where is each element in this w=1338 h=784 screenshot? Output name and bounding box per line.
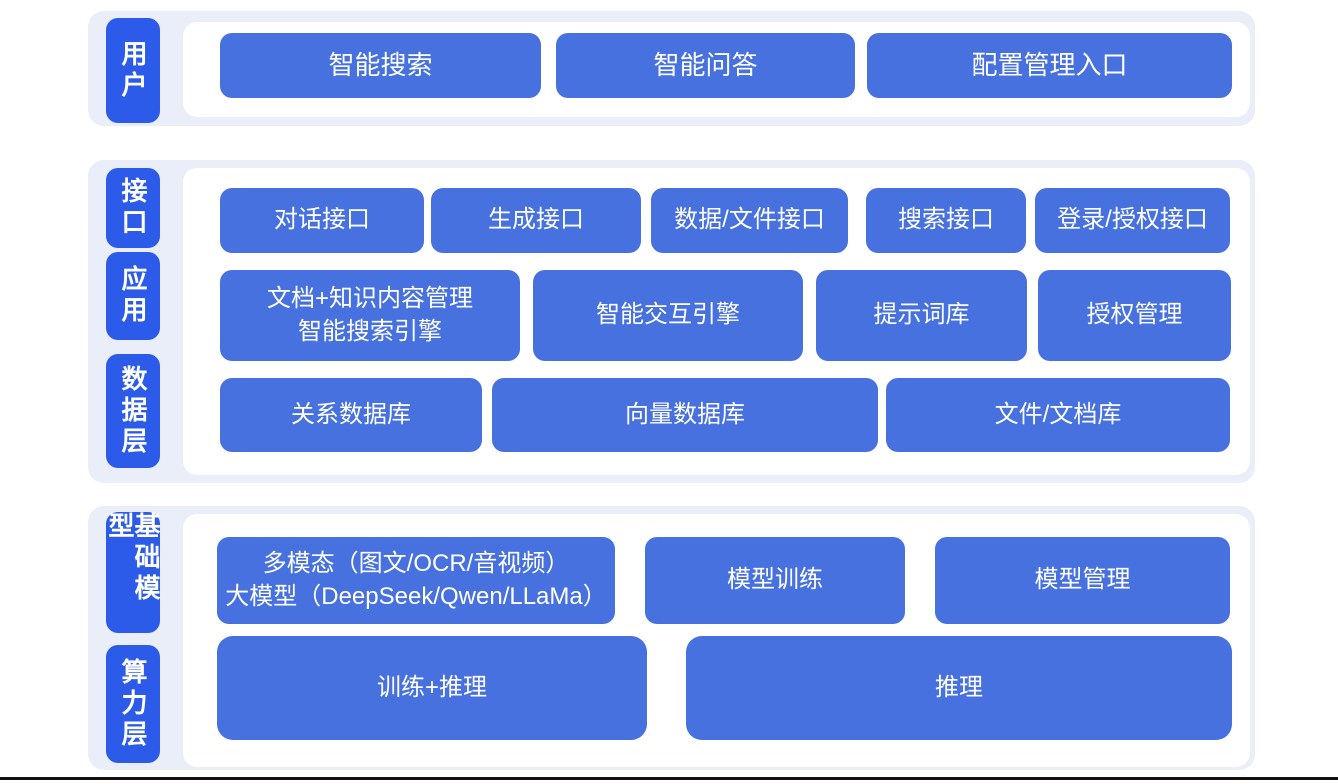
box-search-api: 搜索接口 [866,188,1026,253]
box-interaction-engine: 智能交互引擎 [533,270,803,361]
box-smart-search: 智能搜索 [220,33,541,98]
box-doc-knowledge-search-engine: 文档+知识内容管理 智能搜索引擎 [220,270,520,361]
box-model-training: 模型训练 [645,537,905,624]
bottom-divider-line [0,777,1338,780]
api-layer-label: 接口 [106,168,160,248]
foundation-layers-panel: 多模态（图文/OCR/音视频） 大模型（DeepSeek/Qwen/LLaMa）… [183,514,1250,767]
user-layer-panel: 智能搜索 智能问答 配置管理入口 [183,22,1250,117]
box-file-doc-store-label: 文件/文档库 [994,400,1122,428]
app-layer-label: 应用 [106,252,160,340]
box-smart-qa-label: 智能问答 [653,49,758,80]
box-training-inference: 训练+推理 [217,636,647,740]
box-vector-db-label: 向量数据库 [625,400,745,428]
box-generation-api: 生成接口 [431,188,641,253]
box-multimodal-llm: 多模态（图文/OCR/音视频） 大模型（DeepSeek/Qwen/LLaMa） [217,537,615,624]
box-auth-management: 授权管理 [1038,270,1231,361]
box-data-file-api: 数据/文件接口 [651,188,848,253]
user-layer-section: 用户 智能搜索 智能问答 配置管理入口 [88,11,1255,126]
foundation-model-layer-label: 基础模型 [105,512,161,633]
box-generation-api-label: 生成接口 [488,206,584,234]
box-data-file-api-label: 数据/文件接口 [674,206,825,234]
box-smart-search-label: 智能搜索 [328,49,433,80]
box-interaction-engine-label: 智能交互引擎 [596,301,740,329]
box-model-training-label: 模型训练 [727,566,823,594]
box-login-auth-api-label: 登录/授权接口 [1057,206,1208,234]
box-training-inference-label: 训练+推理 [376,673,487,701]
middle-layers-section: 接口 应用 数据层 对话接口 生成接口 数据/文件接口 搜索接口 登录/授权接口… [88,160,1255,483]
foundation-layers-section: 基础模型 算力层 多模态（图文/OCR/音视频） 大模型（DeepSeek/Qw… [88,506,1255,770]
box-doc-knowledge-line1: 文档+知识内容管理 [266,285,473,313]
box-vector-db: 向量数据库 [492,378,878,452]
middle-layers-panel: 对话接口 生成接口 数据/文件接口 搜索接口 登录/授权接口 文档+知识内容管理… [183,168,1250,475]
box-login-auth-api: 登录/授权接口 [1035,188,1230,253]
box-prompt-library: 提示词库 [816,270,1027,361]
box-auth-management-label: 授权管理 [1086,301,1183,329]
box-dialog-api: 对话接口 [220,188,424,253]
box-inference-label: 推理 [935,673,983,701]
box-model-management-label: 模型管理 [1034,566,1131,594]
box-multimodal-llm-line1: 多模态（图文/OCR/音视频） [262,550,570,578]
box-doc-knowledge-line2: 智能搜索引擎 [298,317,442,345]
box-relational-db: 关系数据库 [220,378,482,452]
box-smart-qa: 智能问答 [556,33,855,98]
box-config-entry-label: 配置管理入口 [971,49,1128,80]
box-prompt-library-label: 提示词库 [873,301,970,329]
box-dialog-api-label: 对话接口 [274,206,370,234]
box-inference: 推理 [686,636,1232,740]
data-layer-label: 数据层 [106,354,160,468]
user-layer-label: 用户 [106,18,160,123]
box-multimodal-llm-line2: 大模型（DeepSeek/Qwen/LLaMa） [225,582,607,610]
box-config-entry: 配置管理入口 [867,33,1232,98]
box-file-doc-store: 文件/文档库 [886,378,1230,452]
box-search-api-label: 搜索接口 [898,206,994,234]
box-model-management: 模型管理 [935,537,1230,624]
compute-layer-label: 算力层 [106,645,160,763]
box-relational-db-label: 关系数据库 [291,400,411,428]
